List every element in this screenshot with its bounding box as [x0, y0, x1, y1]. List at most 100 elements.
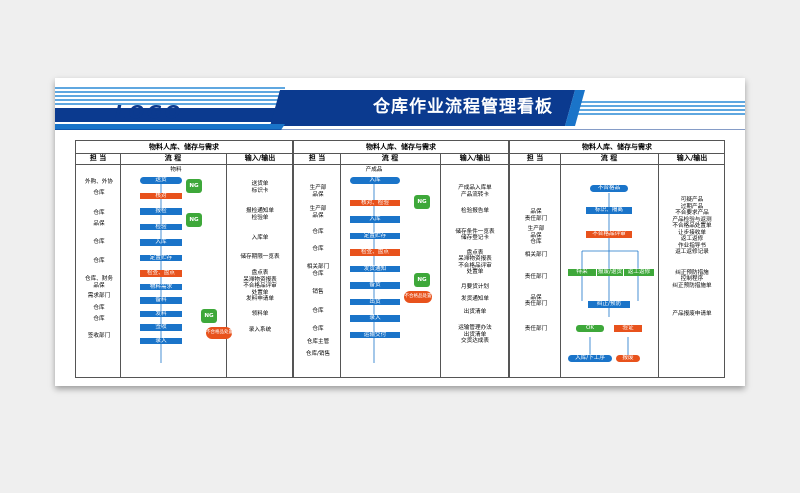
divider [658, 153, 659, 377]
io-item: 返工返修记录 [675, 249, 709, 255]
panel-heading: 物料人库、储存与需求 [510, 141, 724, 154]
col-owner: 担 当 [526, 154, 544, 162]
role-item: 品保 [93, 220, 105, 227]
io-item: 入库单 [251, 235, 269, 241]
flow-step: 检验 [140, 223, 182, 230]
io-item: 发料申请单 [246, 296, 274, 302]
divider [560, 153, 561, 377]
panel-product-inbound: 物料人库、储存与需求 担 当 流 程 输入/输出 产成品 NG NG 不合格品处… [293, 140, 509, 378]
role-item: 仓库 [312, 229, 324, 235]
ng-label: NG [417, 199, 427, 205]
io-item: 纠正预防措施 [675, 269, 709, 276]
flow-step: 报检 [140, 208, 182, 215]
flow-step: 检查、盘点 [350, 249, 400, 256]
io-list: 可疑产品 过期产品 不合要求产品 产品检验与返测 不合格品处置单 让步接收单 返… [660, 197, 724, 318]
role-item: 相关部门 [524, 251, 548, 258]
step-list: 入库 核对、检验 入库 定置贮存 检查、盘点 发货通知 备货 出货 录入 运输交… [350, 177, 400, 338]
role-item: 生产部 [309, 185, 327, 191]
col-flow: 流 程 [164, 154, 182, 162]
role-item: 责任部门 [524, 325, 548, 332]
io-item: 不合要求产品 [675, 210, 709, 216]
page-title: 仓库作业流程管理看板 [373, 97, 553, 117]
role-item: 仓库 [93, 257, 105, 264]
flow-step: 核对、检验 [350, 199, 400, 206]
io-item: 发货通知单 [461, 296, 489, 302]
column-headers: 担 当 流 程 输入/输出 [76, 153, 292, 165]
flowchart [373, 179, 432, 363]
role-item: 品保 [530, 294, 542, 301]
io-item: 储存登记卡 [461, 235, 489, 241]
role-item: 仓库、财务 [85, 276, 113, 282]
flow-step: 不合格品评审 [586, 231, 632, 238]
role-item: 品保 [530, 232, 542, 239]
flow-step: 发料 [140, 310, 182, 317]
role-item: 需求部门 [87, 293, 111, 299]
io-item: 交货达成表 [461, 338, 489, 344]
role-item: 仓库主管 [306, 338, 330, 345]
top-label: 产成品 [365, 167, 383, 173]
kanban-board: LOGO 仓库作业流程管理看板 物料人库、储存与需求 担 当 流 程 输入/输出… [55, 78, 745, 386]
role-item: 仓库 [530, 239, 542, 245]
io-item: 录入系统 [248, 327, 272, 333]
role-list: 外购、外协 仓库 仓库 品保 仓库 仓库 仓库、财务 品保 需求部门 仓库 仓库… [78, 179, 120, 339]
flow-step: 报废 [616, 355, 640, 362]
logo: LOGO [115, 102, 184, 123]
role-item: 仓库/销售 [305, 351, 331, 357]
flow-step: 签收 [140, 324, 182, 331]
flow-step: 定置贮存 [140, 254, 182, 261]
io-item: 过期产品 [680, 203, 704, 210]
io-item: 盘点表 [251, 270, 269, 276]
flow-step: 入库 [350, 177, 400, 184]
role-item: 品保 [312, 191, 324, 198]
io-item: 领料单 [251, 310, 269, 317]
io-item: 盘点表 [466, 249, 484, 256]
flow-step: 发货通知 [350, 265, 400, 272]
io-item: 产品检验与返测 [672, 216, 712, 223]
io-item: 作业指导书 [678, 242, 706, 249]
io-item: 不合格品评审 [458, 262, 492, 269]
divider [440, 153, 441, 377]
flow-step: 验证 [614, 325, 642, 332]
role-item: 品保 [530, 209, 542, 215]
flow-step: 报废/退货 [597, 269, 623, 276]
io-item: 月要货计划 [461, 283, 489, 290]
ng-label: NG [189, 183, 199, 189]
io-item: 纠正预防措施单 [672, 282, 712, 289]
col-flow: 流 程 [381, 154, 399, 162]
col-io: 输入/输出 [244, 154, 276, 162]
io-item: 储存期限一览表 [240, 253, 280, 260]
role-item: 仓库 [93, 239, 105, 245]
col-flow: 流 程 [600, 154, 618, 162]
col-io: 输入/输出 [459, 154, 491, 162]
flow-step: 定置贮存 [350, 232, 400, 239]
flow-step: 返工返修 [624, 269, 654, 276]
panel-nonconforming: 物料人库、储存与需求 担 当 流 程 输入/输出 品保 责任部门 生产部 品保 … [509, 140, 725, 378]
role-item: 相关部门 [306, 264, 330, 270]
top-label: 物料 [170, 167, 182, 173]
ng-label: NG [189, 217, 199, 223]
io-item: 返工返修 [680, 236, 704, 242]
flow-step: 备料 [140, 297, 182, 304]
io-list: 送货单 标识卡 报检通知单 检验单 入库单 储存期限一览表 盘点表 呆滞物资报表… [228, 181, 292, 334]
io-item: 标识卡 [251, 187, 269, 194]
io-item: 报检通知单 [246, 208, 274, 214]
role-item: 仓库 [312, 270, 324, 277]
io-item: 产成品入库单 [458, 185, 492, 191]
role-item: 签收部门 [87, 332, 111, 339]
role-item: 仓库 [312, 307, 324, 314]
flow-step: 检查、盘点 [140, 270, 182, 277]
io-item: 让步接收单 [678, 229, 706, 236]
step-list: 送货 核对 报检 检验 入库 定置贮存 检查、盘点 物料需求 备料 发料 签收 … [140, 177, 182, 344]
flow-step: 备货 [350, 282, 400, 289]
panel-material-inbound: 物料人库、储存与需求 担 当 流 程 输入/输出 物料 NG NG NG 不合格… [75, 140, 293, 378]
io-item: 储存条件一览表 [455, 228, 495, 235]
role-item: 仓库 [93, 304, 105, 311]
ng-label: NG [417, 277, 427, 283]
role-item: 责任部门 [524, 274, 548, 280]
role-item: 销售 [312, 289, 324, 295]
io-item: 呆滞物资报表 [243, 276, 277, 283]
divider [226, 153, 227, 377]
io-item: 运输管理办法 [458, 325, 492, 331]
flow-step: 出货 [350, 298, 400, 305]
flow-step: 运输交付 [350, 331, 400, 338]
